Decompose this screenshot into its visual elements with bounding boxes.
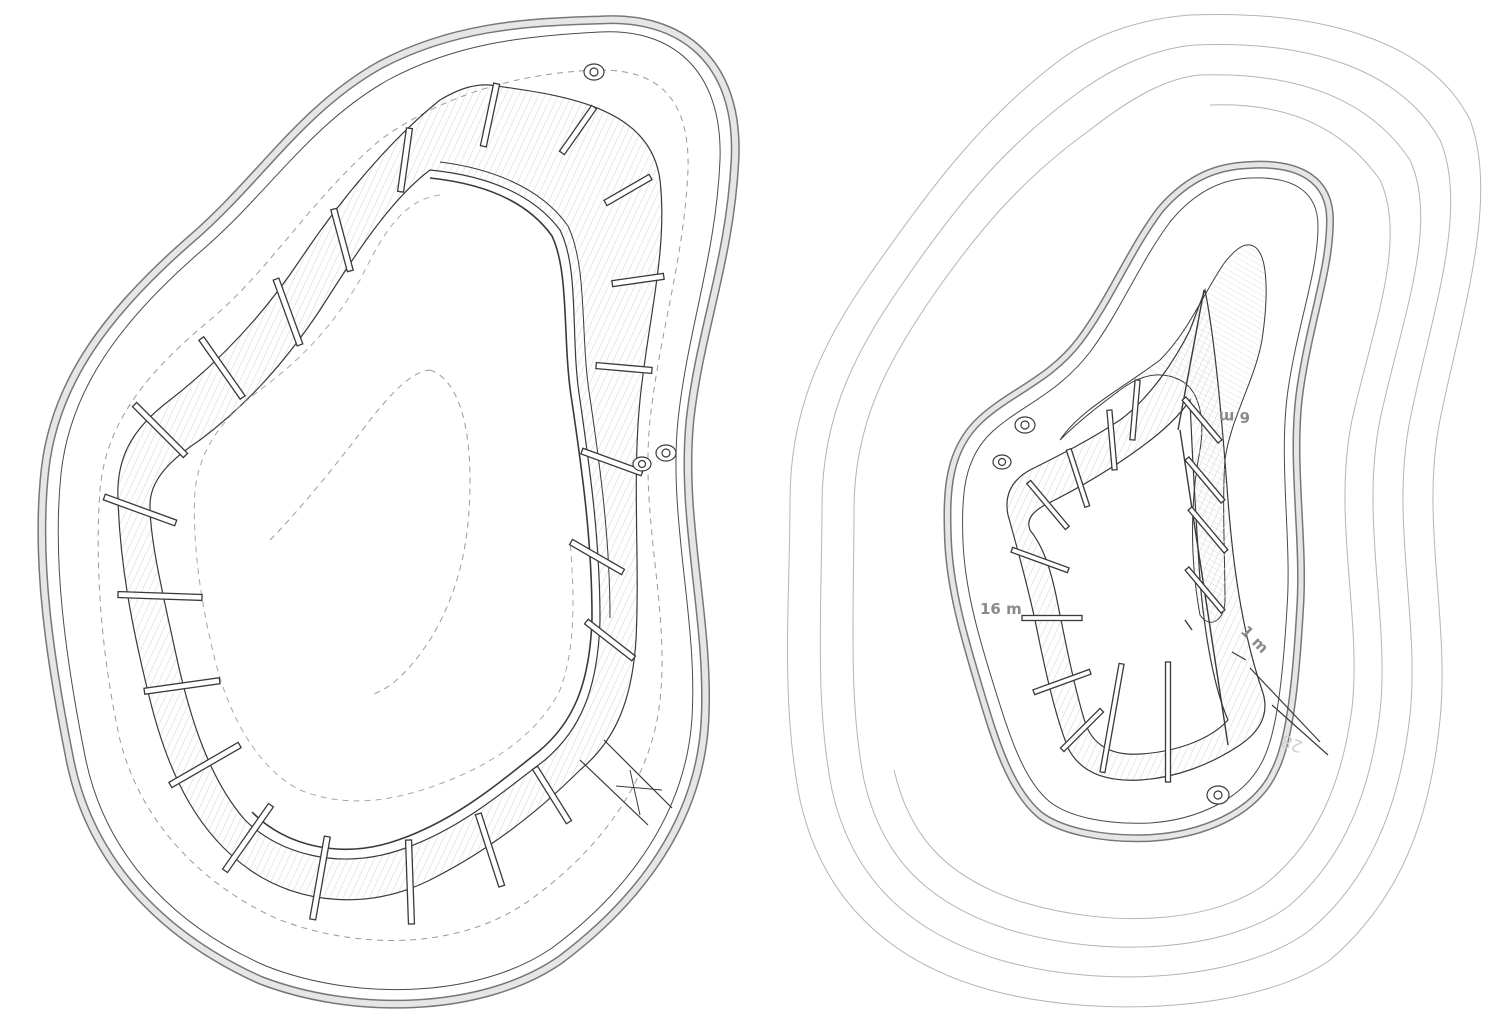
left-people (583, 63, 677, 472)
right-entrance (1231, 651, 1329, 756)
left-entrance (579, 739, 673, 826)
person-icon (583, 63, 605, 81)
person-icon (655, 444, 677, 462)
person-icon (1014, 416, 1036, 434)
right-plan: 16 m 6 m 1 m 28 (787, 14, 1482, 1008)
left-plan (37, 15, 740, 1009)
dimension-16m: 16 m (980, 600, 1022, 618)
person-icon (992, 454, 1012, 470)
left-central-path (269, 369, 471, 696)
left-ramp-band (117, 84, 663, 901)
right-contour-lines (787, 14, 1482, 1008)
person-icon (1206, 785, 1230, 805)
right-people (992, 416, 1230, 805)
dimension-6m: 6 m (1219, 408, 1250, 426)
left-beams (102, 82, 665, 925)
right-beams (1010, 379, 1229, 783)
person-icon (632, 456, 652, 472)
right-outer-wall (943, 160, 1335, 843)
